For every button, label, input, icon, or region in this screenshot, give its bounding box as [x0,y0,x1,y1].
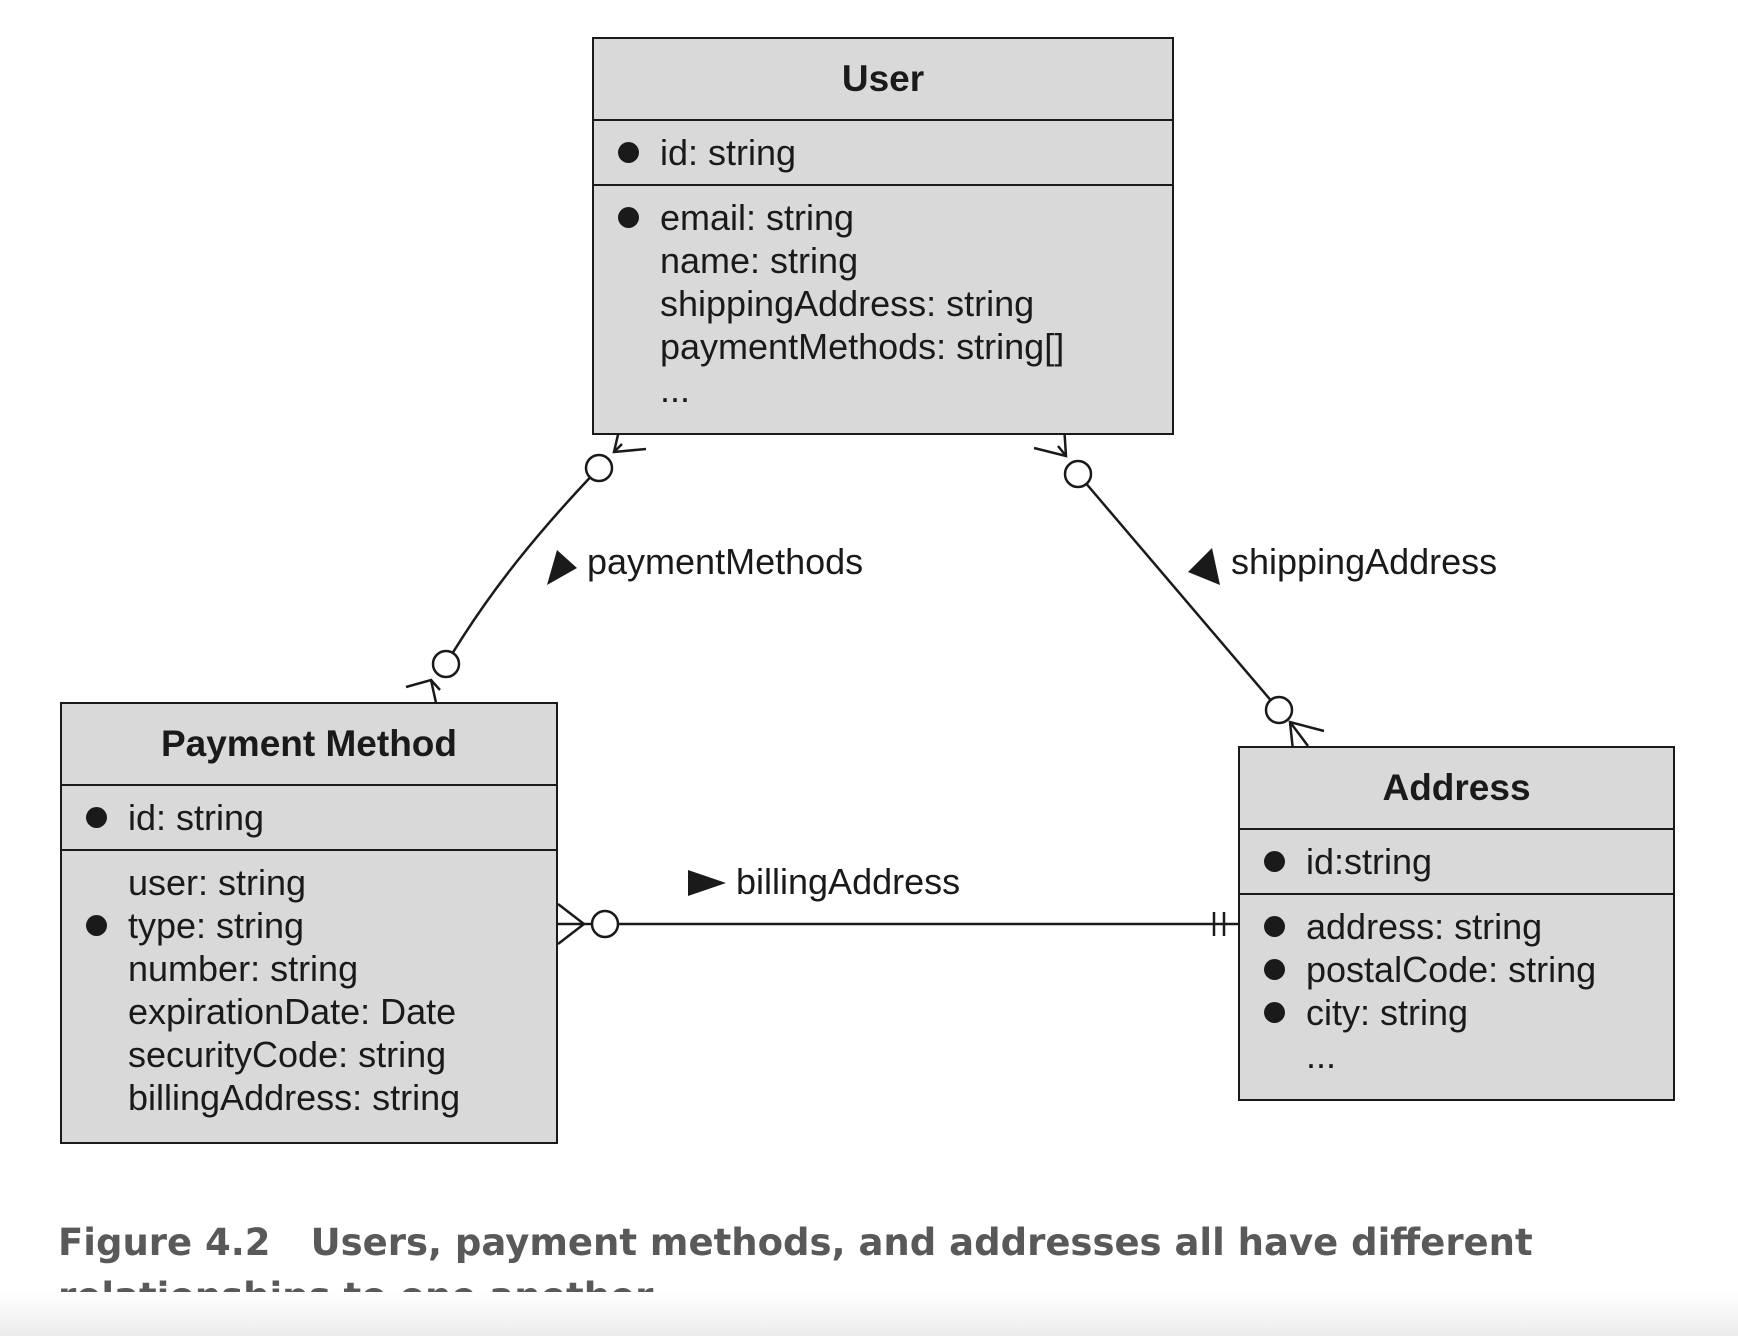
billing-address-pm-crowfoot [557,903,587,945]
attribute-text: id: string [660,132,797,173]
key-bullet-icon [86,915,107,936]
attribute-row: shippingAddress: string [594,282,1172,325]
user-key-section: id: string [594,121,1172,186]
attribute-text: expirationDate: Date [128,991,457,1032]
attribute-text: type: string [128,905,305,946]
payment-methods-label: paymentMethods [587,541,864,582]
key-bullet-icon [618,142,639,163]
attribute-row: city: string [1240,991,1673,1034]
attribute-row: user: string [62,861,556,904]
attribute-text: user: string [128,862,307,903]
attribute-row: ... [594,368,1172,411]
shipping-address-user-crowfoot [1033,424,1068,458]
shipping-address-user-zero [1063,459,1093,489]
payment-methods-line [444,467,600,665]
payment-methods-user-zero [584,453,614,483]
attribute-text: billingAddress: string [128,1077,461,1118]
shipping-address-label: shippingAddress [1231,541,1498,582]
attribute-text: ... [1306,1035,1337,1076]
attribute-text: ... [660,369,691,410]
attribute-row: email: string [594,196,1172,239]
shipping-address-address-zero [1264,695,1294,725]
key-bullet-icon [1264,959,1285,980]
payment-methods-pm-zero [431,649,461,679]
billing-address-address-one [1212,912,1226,936]
attribute-row: paymentMethods: string[] [594,325,1172,368]
user-entity-title: User [594,39,1172,121]
attribute-text: number: string [128,948,359,989]
attribute-text: address: string [1306,906,1543,947]
attribute-row: ... [1240,1034,1673,1077]
attribute-row: id: string [594,131,1172,174]
attribute-row: type: string [62,904,556,947]
attribute-text: name: string [660,240,859,281]
billing-address-label: billingAddress [736,861,961,902]
attribute-row: postalCode: string [1240,948,1673,991]
attribute-row: id:string [1240,840,1673,883]
attribute-text: email: string [660,197,855,238]
key-bullet-icon [618,207,639,228]
payment-methods-direction-arrow [547,550,577,585]
attribute-row: id: string [62,796,556,839]
address-key-section: id:string [1240,830,1673,895]
billing-address-direction-arrow [688,870,726,896]
attribute-text: city: string [1306,992,1469,1033]
attribute-row: name: string [594,239,1172,282]
attribute-row: number: string [62,947,556,990]
attribute-text: id: string [128,797,265,838]
attribute-row: billingAddress: string [62,1076,556,1119]
attribute-text: securityCode: string [128,1034,447,1075]
attribute-row: address: string [1240,905,1673,948]
figure-number: Figure 4.2 [58,1221,271,1264]
page-bottom-edge [0,1292,1738,1336]
attribute-row: expirationDate: Date [62,990,556,1033]
attribute-text: paymentMethods: string[] [660,326,1065,367]
payment-methods-pm-crowfoot [405,678,441,713]
shipping-address-direction-arrow [1188,548,1220,585]
key-bullet-icon [1264,851,1285,872]
shipping-address-line [1077,473,1280,711]
key-bullet-icon [86,807,107,828]
attribute-text: postalCode: string [1306,949,1597,990]
key-bullet-icon [1264,1002,1285,1023]
attribute-row: securityCode: string [62,1033,556,1076]
attribute-text: shippingAddress: string [660,283,1035,324]
address-entity-title: Address [1240,748,1673,830]
key-bullet-icon [1264,916,1285,937]
payment-method-key-section: id: string [62,786,556,851]
attribute-text: id:string [1306,841,1433,882]
payment-method-entity-title: Payment Method [62,704,556,786]
billing-address-pm-zero [590,909,620,939]
